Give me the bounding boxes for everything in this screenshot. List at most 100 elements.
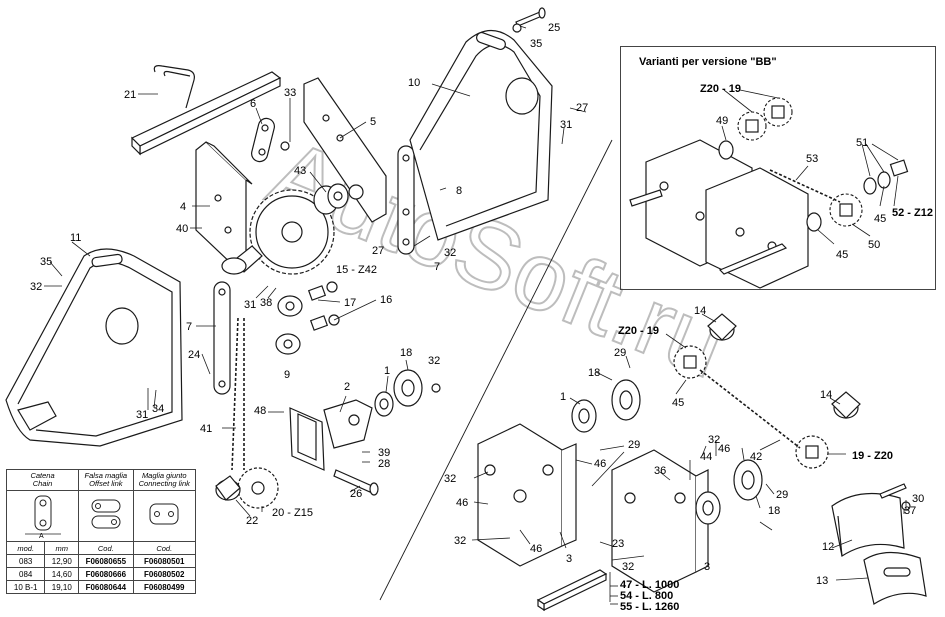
sub-header-cod-connecting: Cod.: [132, 541, 196, 555]
offset-link-picture: [78, 490, 134, 542]
variant-assembly: [629, 97, 909, 289]
callout-45c: 45: [836, 249, 848, 261]
callout-32g: 32: [622, 561, 634, 573]
support-plate-3-left: [477, 423, 577, 567]
connecting-link-picture: [132, 490, 196, 542]
sprocket-19-z20-b: [795, 435, 829, 469]
label-47: 47 - L. 1000: [620, 579, 679, 591]
label-55: 55 - L. 1260: [620, 601, 679, 613]
table-header-chain: Catena Chain: [5, 469, 80, 491]
callout-33: 33: [284, 87, 296, 99]
cell-mod: 083: [5, 554, 46, 568]
callout-24: 24: [188, 349, 200, 361]
cell-mod: 084: [5, 567, 46, 581]
bearing-18-right: [571, 379, 763, 525]
callout-37: 37: [904, 505, 916, 517]
callout-49: 49: [716, 115, 728, 127]
callout-27b: 27: [372, 245, 384, 257]
bearing-1-left: [374, 391, 394, 417]
callout-45: 45: [672, 397, 684, 409]
callout-32c: 32: [428, 355, 440, 367]
cell-mm: 19,10: [44, 580, 80, 594]
callout-44: 44: [700, 451, 712, 463]
variant-box-title: Varianti per versione "BB": [639, 56, 777, 68]
chain-41: [231, 317, 239, 471]
callout-35b: 35: [40, 256, 52, 268]
callout-2: 2: [344, 381, 350, 393]
tensioner-22: [215, 475, 241, 501]
callout-20: 20 - Z15: [272, 507, 313, 519]
callout-32e: 32: [444, 473, 456, 485]
callout-5: 5: [370, 116, 376, 128]
callout-9: 9: [284, 369, 290, 381]
bolt-26: [333, 469, 379, 496]
callout-32d: 32: [708, 434, 720, 446]
callout-3a: 3: [566, 553, 572, 565]
callout-36: 36: [654, 465, 666, 477]
link-7-left: [213, 281, 231, 395]
callout-6: 6: [250, 98, 256, 110]
callout-31c: 31: [136, 409, 148, 421]
cell-offset-code: F06080644: [78, 580, 134, 594]
callout-46d: 46: [530, 543, 542, 555]
label-54: 54 - L. 800: [620, 590, 673, 602]
sprocket-20-z15: [237, 467, 279, 509]
bracket-4: [195, 141, 253, 269]
leader-lines: [44, 25, 907, 605]
table-header-offset-link: Falsa maglia Offset link: [78, 469, 134, 491]
callout-52: 52 - Z12: [892, 207, 933, 219]
callout-43: 43: [294, 165, 306, 177]
sub-header-mod: mod.: [5, 541, 46, 555]
table-row: 084 14,60 F06080666 F06080502: [5, 567, 196, 581]
bushings-16-17: [275, 281, 340, 355]
callout-7: 7: [186, 321, 192, 333]
guard-12: [831, 492, 905, 557]
callout-42: 42: [750, 451, 762, 463]
callout-18c: 18: [768, 505, 780, 517]
screw-25: [512, 7, 546, 33]
cell-connecting-code: F06080502: [132, 567, 196, 581]
guard-13: [863, 551, 927, 605]
chain-42: [699, 369, 801, 449]
cell-connecting-code: F06080499: [132, 580, 196, 594]
callout-14a: 14: [694, 305, 706, 317]
callout-45b: 45: [874, 213, 886, 225]
cell-mod: 10 B-1: [5, 580, 46, 594]
callout-z20-19a: Z20 - 19: [618, 325, 659, 337]
link-plate-6: [251, 117, 290, 163]
callout-30: 30: [912, 493, 924, 505]
table-header-connecting-link: Maglia giunto Connecting link: [132, 469, 196, 491]
chain-guard-11: [5, 248, 183, 447]
callout-19-z20: 19 - Z20: [852, 450, 893, 462]
cell-connecting-code: F06080501: [132, 554, 196, 568]
callout-z20-19b: Z20 - 19: [700, 83, 741, 95]
callout-40: 40: [176, 223, 188, 235]
chain-reference-table: Catena Chain Falsa maglia Offset link Ma…: [5, 469, 196, 594]
callout-46c: 46: [456, 497, 468, 509]
callout-12: 12: [822, 541, 834, 553]
callout-3b: 3: [704, 561, 710, 573]
callout-51: 51: [856, 137, 868, 149]
callout-32f: 32: [454, 535, 466, 547]
cell-offset-code: F06080666: [78, 567, 134, 581]
callout-7b: 7: [434, 261, 440, 273]
callout-18b: 18: [588, 367, 600, 379]
callout-32b: 32: [30, 281, 42, 293]
callout-41: 41: [200, 423, 212, 435]
callout-15: 15 - Z42: [336, 264, 377, 276]
callout-13: 13: [816, 575, 828, 587]
callout-53: 53: [806, 153, 818, 165]
callout-31b: 31: [244, 299, 256, 311]
callout-29c: 29: [776, 489, 788, 501]
callout-39: 39: [378, 447, 390, 459]
callout-17: 17: [344, 297, 356, 309]
callout-38: 38: [260, 297, 272, 309]
callout-46a: 46: [718, 443, 730, 455]
callout-29a: 29: [614, 347, 626, 359]
sub-header-cod-offset: Cod.: [78, 541, 134, 555]
chain-guard-10: [409, 29, 553, 241]
sprocket-19-z20-a: [673, 345, 707, 379]
callout-50: 50: [868, 239, 880, 251]
square-tube-21: [130, 65, 282, 156]
